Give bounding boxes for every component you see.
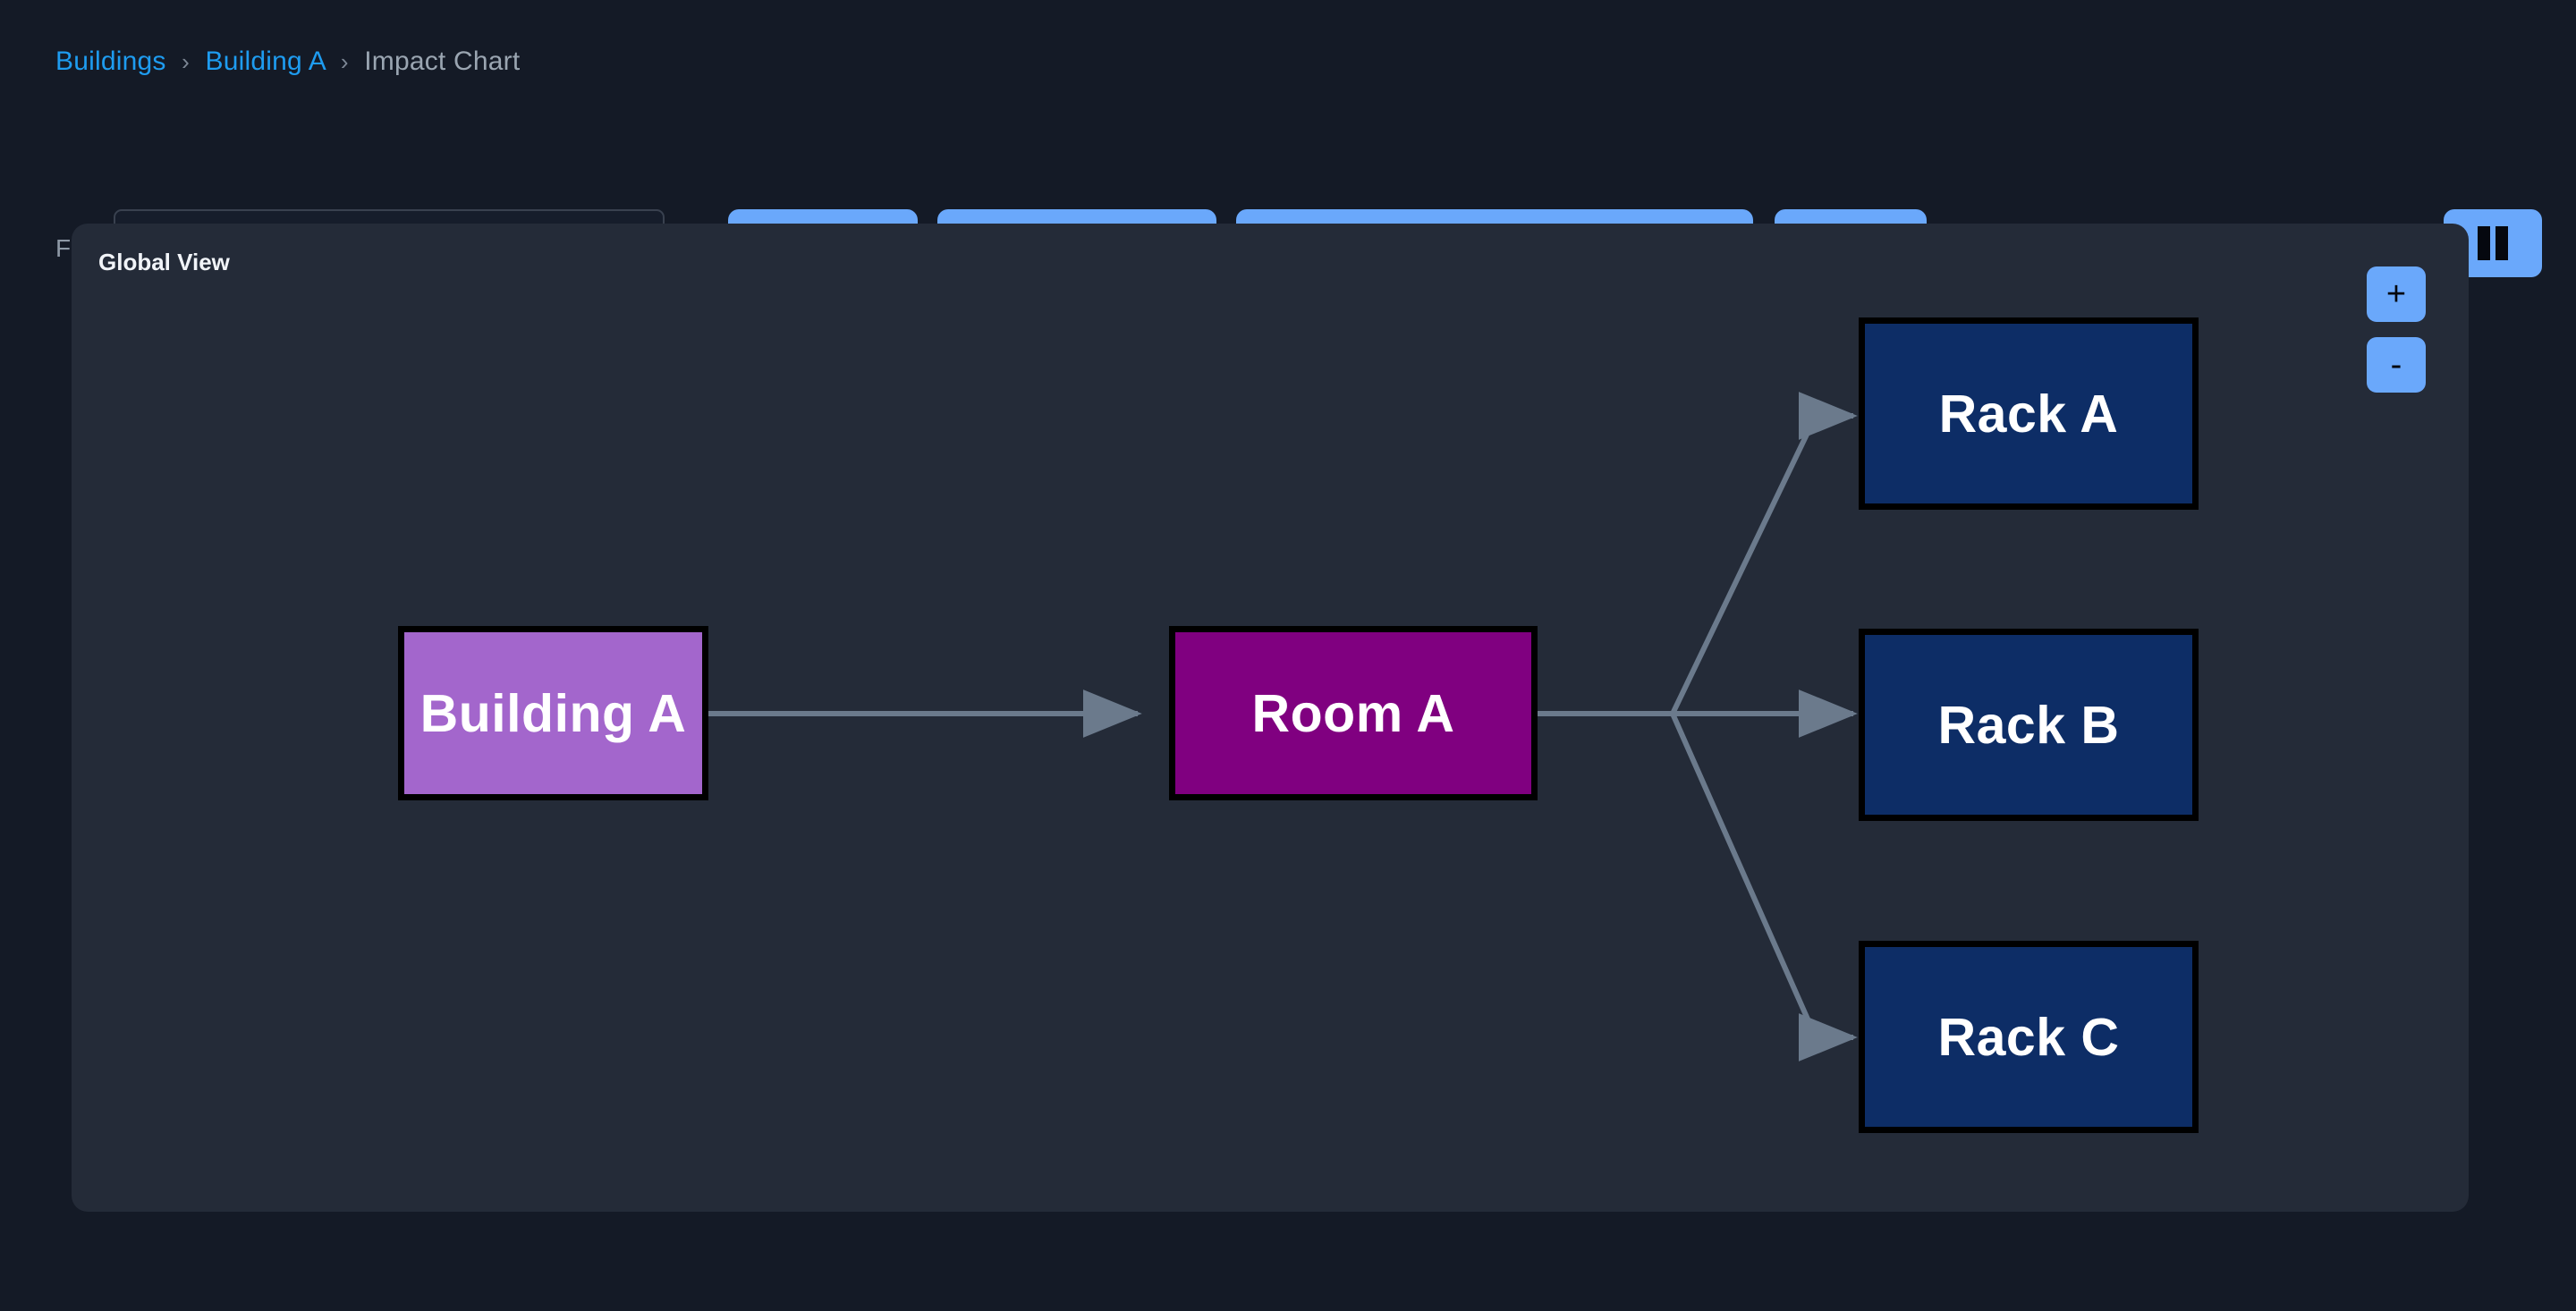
- graph-node-label: Room A: [1251, 683, 1455, 743]
- graph-node-label: Rack C: [1937, 1007, 2120, 1067]
- zoom-in-button[interactable]: +: [2367, 266, 2426, 322]
- graph-node-label: Rack B: [1937, 695, 2120, 755]
- breadcrumb: Buildings › Building A › Impact Chart: [55, 47, 520, 77]
- pause-icon-bar-2: [2496, 226, 2508, 260]
- breadcrumb-separator-1: ›: [182, 48, 190, 75]
- edge-room-a-to-rack-a: [1538, 392, 1858, 716]
- breadcrumb-item-building-a[interactable]: Building A: [205, 47, 326, 76]
- zoom-out-button[interactable]: -: [2367, 337, 2426, 393]
- graph-node-rack-a[interactable]: Rack A: [1859, 317, 2199, 510]
- graph-node-building-a[interactable]: Building A: [398, 626, 708, 800]
- graph-edges: [708, 392, 1858, 1061]
- graph-panel: Global View + - Building A Room A: [72, 224, 2469, 1212]
- graph-canvas[interactable]: Building A Room A Rack A Rack B Rack C: [72, 224, 2469, 1212]
- graph-node-label: Rack A: [1938, 384, 2119, 444]
- breadcrumb-item-buildings[interactable]: Buildings: [55, 47, 166, 76]
- edge-room-a-to-rack-c: [1538, 711, 1858, 1061]
- toolbar: Find Legend Create Image Service Depende…: [0, 100, 2576, 277]
- breadcrumb-item-impact-chart: Impact Chart: [364, 47, 521, 76]
- graph-node-rack-c[interactable]: Rack C: [1859, 941, 2199, 1133]
- zoom-controls: + -: [2367, 266, 2426, 408]
- panel-title: Global View: [98, 249, 230, 275]
- graph-node-rack-b[interactable]: Rack B: [1859, 629, 2199, 821]
- graph-node-room-a[interactable]: Room A: [1169, 626, 1538, 800]
- pause-icon: [2478, 226, 2490, 260]
- breadcrumb-separator-2: ›: [340, 48, 349, 75]
- graph-node-label: Building A: [419, 683, 687, 743]
